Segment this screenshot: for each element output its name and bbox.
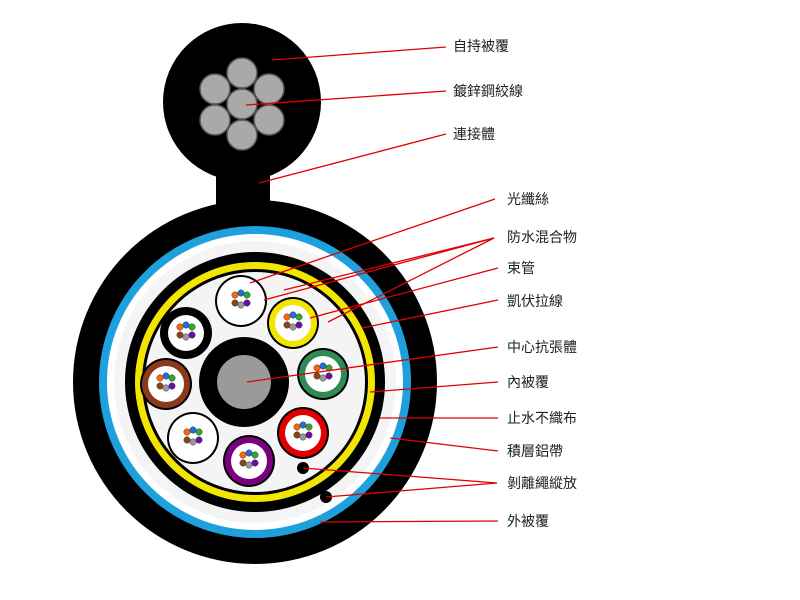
tube-gel (175, 420, 211, 456)
optical-fiber (305, 431, 313, 439)
tube-gel (231, 443, 267, 479)
optical-fiber (183, 436, 191, 444)
strand-wire (199, 73, 231, 105)
optical-fiber (319, 374, 327, 382)
label-optical-fiber: 光纖絲 (507, 192, 549, 208)
optical-fiber (295, 313, 303, 321)
optical-fiber (182, 333, 190, 341)
labels: 自持被覆 鍍鋅鋼絞線 連接體 光纖絲 防水混合物 束管 凱伏拉線 中心抗張體 內… (453, 39, 577, 530)
optical-fiber (156, 382, 164, 390)
leader-line (246, 346, 499, 383)
loose-tubes (140, 275, 349, 487)
optical-fiber (289, 323, 297, 331)
optical-fiber (251, 459, 259, 467)
label-outer-jacket: 外被覆 (507, 514, 549, 530)
optical-fiber (319, 362, 327, 370)
optical-fiber (231, 291, 239, 299)
strand-wire (253, 73, 285, 105)
label-connector-neck: 連接體 (453, 126, 495, 143)
optical-fiber (243, 291, 251, 299)
messenger-section (163, 23, 321, 218)
label-water-blocking-nonwoven: 止水不織布 (507, 411, 577, 427)
optical-fiber (313, 364, 321, 372)
optical-fiber (293, 431, 301, 439)
optical-fiber (168, 382, 176, 390)
label-laminated-aluminum-tape: 積層鋁帶 (507, 444, 563, 460)
optical-fiber (305, 423, 313, 431)
label-inner-jacket: 內被覆 (507, 375, 549, 391)
optical-fiber (176, 323, 184, 331)
leader-line (245, 90, 447, 106)
leader-lines (245, 46, 499, 523)
optical-fiber (293, 423, 301, 431)
optical-fiber (183, 428, 191, 436)
tube-gel (223, 283, 259, 319)
optical-fiber (188, 323, 196, 331)
optical-fiber (299, 433, 307, 441)
optical-fiber (182, 321, 190, 329)
cable-body (73, 200, 437, 564)
optical-fiber (251, 451, 259, 459)
optical-fiber (325, 372, 333, 380)
optical-fiber (162, 384, 170, 392)
label-kevlar-yarn: 凱伏拉線 (507, 294, 563, 310)
label-loose-tube: 束管 (507, 261, 535, 277)
optical-fiber (239, 451, 247, 459)
optical-fiber (189, 426, 197, 434)
optical-fiber (156, 374, 164, 382)
tube-gel (168, 315, 204, 351)
label-water-blocking-compound: 防水混合物 (507, 230, 577, 246)
leader-line (271, 46, 447, 61)
strand-wire (226, 57, 258, 89)
optical-fiber (283, 313, 291, 321)
leader-line (319, 520, 499, 523)
optical-fiber (162, 372, 170, 380)
optical-fiber (237, 289, 245, 297)
optical-fiber (239, 459, 247, 467)
central-strength-member (199, 337, 289, 427)
optical-fiber (231, 299, 239, 307)
label-ripcord: 剝離繩縱放 (507, 475, 577, 492)
tube-gel (285, 415, 321, 451)
strand-wire (226, 119, 258, 151)
steel-strand (199, 57, 285, 151)
optical-fiber (237, 301, 245, 309)
optical-fiber (195, 436, 203, 444)
optical-fiber (245, 449, 253, 457)
central-member-core (217, 355, 271, 409)
label-central-strength-member: 中心抗張體 (507, 340, 577, 356)
optical-fiber (243, 299, 251, 307)
tube-gel (275, 305, 311, 341)
strand-wire (199, 104, 231, 136)
optical-fiber (168, 374, 176, 382)
leader-line (258, 133, 447, 184)
optical-fiber (245, 461, 253, 469)
tube-gel (305, 356, 341, 392)
optical-fiber (189, 438, 197, 446)
leader-line (361, 299, 499, 329)
label-galvanized-steel-strand: 鍍鋅鋼絞線 (453, 83, 523, 100)
leader-line (389, 437, 499, 452)
optical-fiber (289, 311, 297, 319)
optical-fiber (295, 321, 303, 329)
optical-fiber (299, 421, 307, 429)
optical-fiber (188, 331, 196, 339)
leader-line (283, 237, 495, 291)
leader-line (309, 267, 499, 319)
optical-fiber (176, 331, 184, 339)
label-self-support-jacket: 自持被覆 (453, 39, 509, 55)
optical-fiber (313, 372, 321, 380)
leader-line (369, 381, 499, 393)
tube-gel (148, 366, 184, 402)
strand-wire (253, 104, 285, 136)
leader-line (249, 198, 496, 284)
optical-fiber (195, 428, 203, 436)
optical-fiber (283, 321, 291, 329)
leader-line (302, 467, 498, 498)
